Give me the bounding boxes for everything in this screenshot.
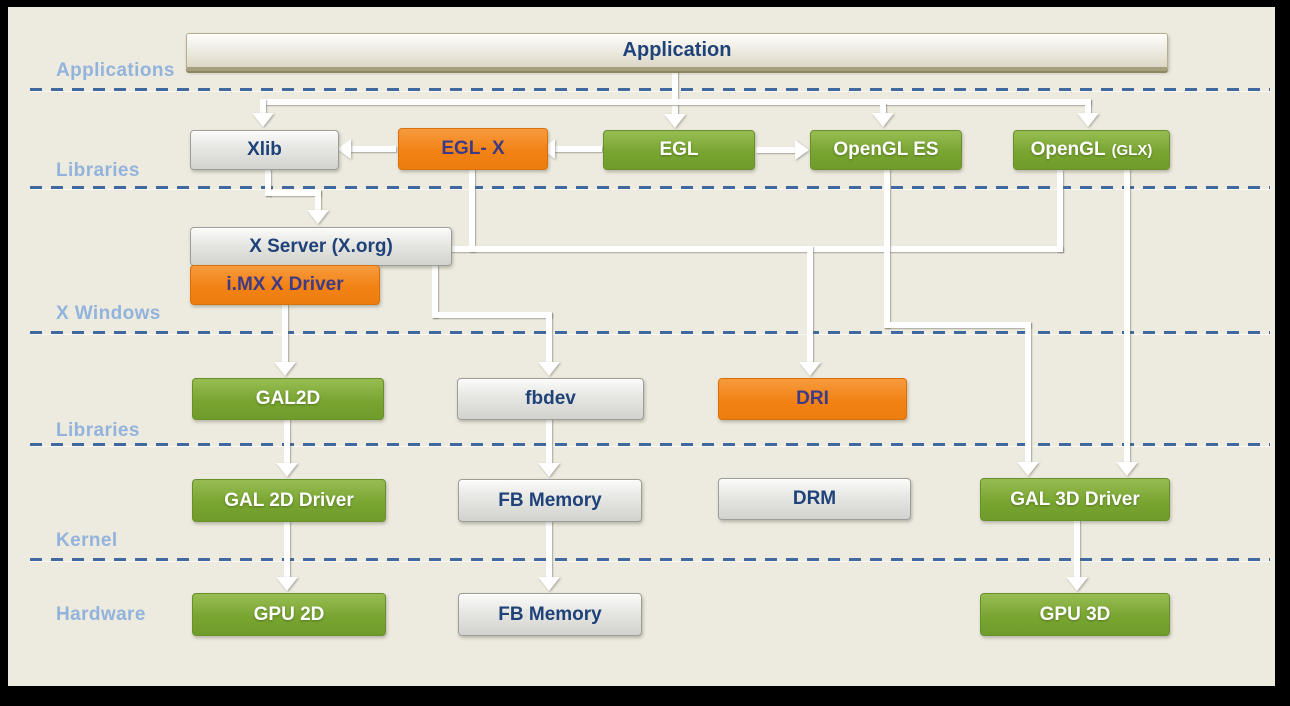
node-application: Application [186,33,1168,71]
arrowhead-opengl-es [872,113,894,127]
node-drm: DRM [718,478,911,520]
node-opengl-glx-suffix: (GLX) [1111,141,1153,159]
edge-gal2d-gal2ddriver [284,418,290,465]
edge-gal3ddriver-gpu3d [1074,519,1080,578]
node-gal-2d-driver: GAL 2D Driver [192,479,386,522]
divider-kernel-hardware [30,558,1270,561]
layer-label-applications: Applications [56,60,175,81]
node-opengl-glx-label: OpenGL [1030,139,1106,160]
edge-egl-eglx [554,146,602,152]
node-fbdev: fbdev [457,378,644,420]
node-gpu-3d: GPU 3D [980,593,1170,636]
edge-branch-opengl-glx [1085,99,1091,115]
arrowhead-opengl-glx [1077,113,1099,127]
edge-xlib-xserver-v1 [265,168,271,196]
layer-label-libraries-2: Libraries [56,420,140,441]
edge-branch-xlib [260,99,266,115]
arrowhead-fbmemory-hw [538,577,560,591]
edge-opengles-gal3d-h [884,322,1031,328]
divider-applications-libraries [30,88,1270,91]
node-x-server: X Server (X.org) [190,227,452,266]
edge-xserver-fbdev-v1 [432,264,438,318]
node-egl-x: EGL- X [398,128,548,170]
edge-application-egl [672,70,678,118]
edge-branch-opengl-es [880,103,886,115]
edge-xlib-xserver-v2 [315,190,321,212]
edge-application-branch [263,99,1091,105]
edge-xlib-xserver-h [265,190,321,196]
arrowhead-gpu2d [276,577,298,591]
edge-opengles-gal3d-v2 [1025,322,1031,464]
arrowhead-fbmemory [538,463,560,477]
node-gal2d: GAL2D [192,378,384,420]
edge-xserver-side-bar [450,246,1063,252]
arrowhead-xlib-left [337,139,351,159]
edge-egl-opengl-es [756,147,798,153]
edge-imxdriver-gal2d [282,303,288,364]
edge-opengles-gal3d-v1 [884,168,890,328]
node-opengl-es: OpenGL ES [810,130,962,170]
node-imx-x-driver: i.MX X Driver [190,265,380,305]
arrowhead-gal3d-right [1116,462,1138,476]
edge-glx-gal3d [1124,168,1130,464]
arrowhead-opengl-es-right [795,140,809,160]
layer-label-x-windows: X Windows [56,303,161,324]
node-egl: EGL [603,130,755,170]
node-fb-memory-kernel: FB Memory [458,479,642,522]
arrowhead-gpu3d [1066,577,1088,591]
node-xlib: Xlib [190,130,339,170]
arrowhead-xlib [252,113,274,127]
layer-label-kernel: Kernel [56,530,118,551]
arrowhead-egl [664,114,686,128]
layer-label-libraries-1: Libraries [56,160,140,181]
edge-fbmemory-fbmemoryhw [546,520,552,578]
edge-fbdev-fbmemory [546,418,552,465]
node-gpu-2d: GPU 2D [192,593,386,636]
edge-xserver-fbdev-v2 [546,312,552,364]
layer-label-hardware: Hardware [56,604,146,625]
arrowhead-xserver [307,210,329,224]
node-opengl-glx: OpenGL (GLX) [1013,130,1170,170]
node-dri: DRI [718,378,907,420]
arrowhead-gal3d-left [1017,462,1039,476]
edge-gal2ddriver-gpu2d [284,520,290,578]
edge-eglx-xlib [350,146,396,152]
edge-eglx-xserver [469,168,475,252]
divider-xwindows-libraries [30,331,1270,334]
divider-libraries-xwindows [30,186,1270,189]
diagram-panel [8,7,1275,686]
arrowhead-dri [799,362,821,376]
node-gal-3d-driver: GAL 3D Driver [980,478,1170,521]
edge-xserver-fbdev-h [432,312,552,318]
arrowhead-fbdev [538,362,560,376]
edge-xserver-dri [807,246,813,364]
edge-glx-xserver [1057,170,1063,252]
arrowhead-gal2d [274,362,296,376]
node-fb-memory-hw: FB Memory [458,593,642,636]
arrowhead-gal2ddriver [276,463,298,477]
divider-libraries-kernel [30,443,1270,446]
